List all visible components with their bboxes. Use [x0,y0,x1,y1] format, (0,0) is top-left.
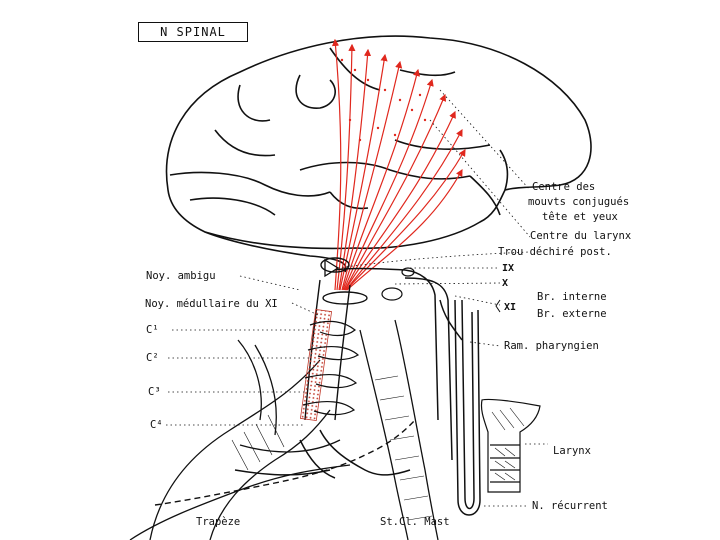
label-nerve-x: X [502,278,508,290]
label-ram-pharyngien: Ram. pharyngien [504,340,599,352]
label-centre-larynx: Centre du larynx [530,230,631,242]
ganglion-x [382,288,402,300]
brain-outline [167,36,591,272]
label-trapeze: Trapèze [196,516,240,528]
label-nerve-ix: IX [502,263,514,275]
label-trou-dechire: Trou déchiré post. [498,246,612,258]
neck-muscles [130,320,438,540]
label-c1: C¹ [146,324,159,336]
label-c4: C⁴ [150,419,163,431]
larynx-shading [492,408,524,480]
xi-bracket [496,300,500,312]
label-n-recurrent: N. récurrent [532,500,608,512]
vagus-recurrent-loop [440,300,480,515]
label-noy-medullaire: Noy. médullaire du XI [145,298,278,310]
label-noy-ambigu: Noy. ambigu [146,270,216,282]
label-larynx: Larynx [553,445,591,457]
dashed-nerve [155,420,415,505]
label-nerve-xi: XI [504,302,516,314]
muscle-hatching [232,376,432,520]
diagram-title: N SPINAL [138,22,248,42]
label-br-interne: Br. interne [537,291,607,303]
label-centre-mouvts-2: mouvts conjugués [528,196,629,208]
label-st-cl-mast: St.Cl. Mast [380,516,450,528]
larynx-drawing [481,399,540,492]
label-c2: C² [146,352,159,364]
label-centre-mouvts-1: Centre des [532,181,595,193]
label-c3: C³ [148,386,161,398]
label-centre-mouvts-3: tête et yeux [542,211,618,223]
label-br-externe: Br. externe [537,308,607,320]
